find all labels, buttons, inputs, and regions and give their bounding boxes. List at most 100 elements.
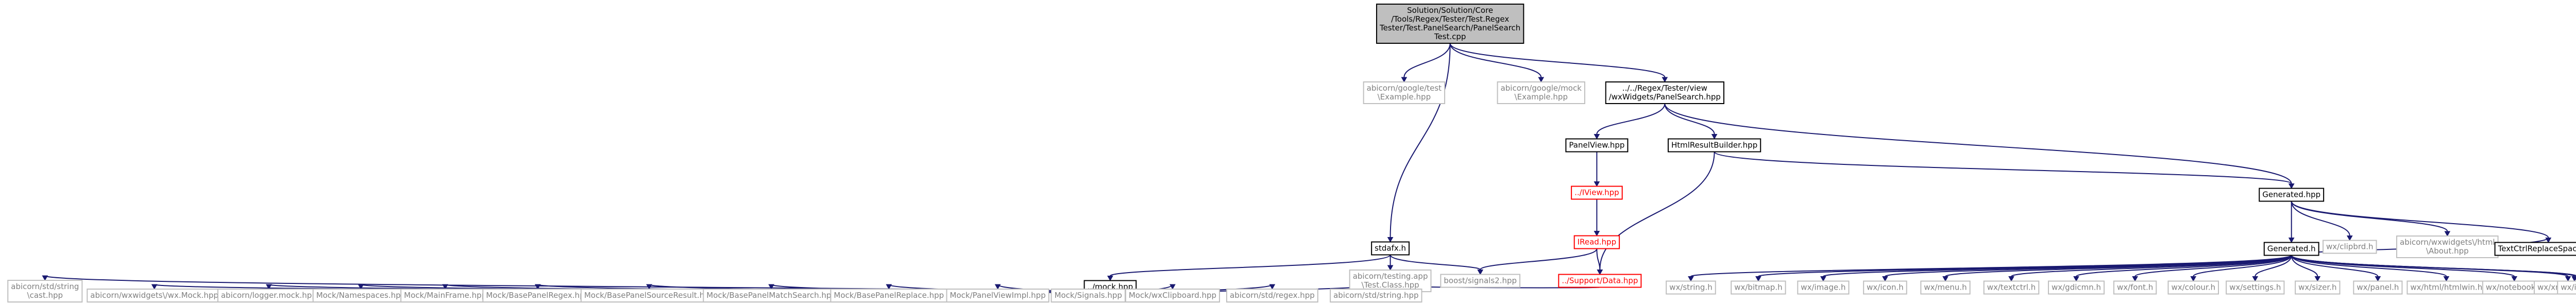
node-root[interactable]: Solution/Solution/Core/Tools/Regex/Teste… xyxy=(1376,4,1524,44)
node-wxsettings[interactable]: wx/settings.h xyxy=(2226,280,2285,295)
node-generated_h[interactable]: Generated.h xyxy=(2263,242,2319,256)
edge-line xyxy=(1599,152,1715,270)
edge-line xyxy=(2291,201,2350,236)
node-label: PanelView.hpp xyxy=(1569,141,1624,150)
node-label: Solution/Solution/Core xyxy=(1407,6,1493,15)
node-box xyxy=(1983,280,2040,295)
node-box xyxy=(87,289,222,302)
edge-generated_h-to-wxsizer xyxy=(2291,255,2321,282)
node-label: wx/textctrl.h xyxy=(1987,283,2036,292)
node-wxmenu[interactable]: wx/menu.h xyxy=(1920,280,1971,295)
node-wxpanel[interactable]: wx/panel.h xyxy=(2353,280,2403,295)
edge-line xyxy=(2291,255,2575,277)
node-stdstringhpp[interactable]: abicorn/std/string.hpp xyxy=(1330,289,1422,302)
edge-line xyxy=(2291,255,2576,277)
node-label: wx/menu.h xyxy=(1924,283,1967,292)
edge-arrowhead xyxy=(1401,77,1408,83)
node-panelview[interactable]: PanelView.hpp xyxy=(1565,138,1629,153)
node-mbaseregex[interactable]: Mock/BasePanelRegex.hpp xyxy=(482,289,594,302)
node-mpanelview[interactable]: Mock/PanelViewImpl.hpp xyxy=(946,289,1049,302)
node-wxbitmap[interactable]: wx/bitmap.h xyxy=(1731,280,1786,295)
edge-arrowhead xyxy=(2073,276,2079,282)
node-box xyxy=(1797,280,1850,295)
node-clipbrd[interactable]: wx/clipbrd.h xyxy=(2323,240,2377,254)
node-generated_hpp[interactable]: Generated.hpp xyxy=(2259,188,2325,202)
node-label: abicorn/std/string.hpp xyxy=(1333,291,1418,300)
node-label: Mock/BasePanelReplace.hpp xyxy=(834,291,944,300)
node-signals2[interactable]: boost/signals2.hpp xyxy=(1440,274,1521,288)
node-gtest[interactable]: abicorn/google/test\Example.hpp xyxy=(1363,81,1446,104)
node-label: Mock/BasePanelSourceResult.hpp xyxy=(584,291,714,300)
node-label: Mock/MainFrame.hpp xyxy=(404,291,486,300)
node-wxmock[interactable]: abicorn/wxwidgets\/wx.Mock.hpp xyxy=(87,289,222,302)
edge-arrowhead xyxy=(2132,276,2138,282)
edge-arrowhead xyxy=(1942,276,1948,282)
node-label: \About.hpp xyxy=(2426,246,2469,256)
node-label: Mock/BasePanelRegex.hpp xyxy=(486,291,589,300)
node-wxcolour[interactable]: wx/colour.h xyxy=(2167,280,2219,295)
edge-generated_h-to-wxpanel xyxy=(2291,255,2381,282)
node-box xyxy=(2047,280,2105,295)
node-iview[interactable]: ../IView.hpp xyxy=(1571,186,1623,200)
node-mnamespaces[interactable]: Mock/Namespaces.hpp xyxy=(312,289,410,302)
node-loggermock[interactable]: abicorn/logger.mock.hpp xyxy=(217,289,320,302)
node-box xyxy=(1371,241,1410,256)
node-label: Mock/PanelViewImpl.hpp xyxy=(950,291,1046,300)
node-mbasereplace[interactable]: Mock/BasePanelReplace.hpp xyxy=(830,289,948,302)
edge-arrowhead xyxy=(1477,270,1484,275)
node-htmlresult[interactable]: HtmlResultBuilder.hpp xyxy=(1667,138,1761,153)
node-label: Generated.hpp xyxy=(2262,190,2320,199)
node-mbasematch[interactable]: Mock/BasePanelMatchSearch.hpp xyxy=(703,289,840,302)
edge-arrowhead xyxy=(994,284,1001,290)
edge-arrowhead xyxy=(266,284,272,290)
node-testclass[interactable]: abicorn/testing.app\Test.Class.hpp xyxy=(1349,270,1432,292)
node-mmainframe[interactable]: Mock/MainFrame.hpp xyxy=(400,289,490,302)
node-wxhtmlwin[interactable]: wx/html/htmlwin.h xyxy=(2406,280,2486,295)
edge-line xyxy=(2193,255,2292,277)
node-label: abicorn/wxwidgets\/wx.Mock.hpp xyxy=(90,291,218,300)
edge-stdafx-to-testclass xyxy=(1387,255,1394,271)
node-stdstring[interactable]: abicorn/std/string\cast.hpp xyxy=(7,280,83,302)
edge-arrowhead xyxy=(2190,276,2197,282)
edge-generated_h-to-wxtextctrl xyxy=(2008,255,2292,282)
node-mclipboard[interactable]: Mock/wxClipboard.hpp xyxy=(1125,289,1221,302)
node-wxsizer[interactable]: wx/sizer.h xyxy=(2295,280,2341,295)
node-stdafx[interactable]: stdafx.h xyxy=(1371,241,1410,256)
node-wxgdicmn[interactable]: wx/gdicmn.h xyxy=(2047,280,2105,295)
node-label: abicorn/std/regex.hpp xyxy=(1230,291,1315,300)
edge-arrowhead xyxy=(2444,231,2451,237)
node-label: wx/colour.h xyxy=(2171,283,2215,292)
node-supportdata[interactable]: ../Support/Data.hpp xyxy=(1558,274,1642,288)
node-box xyxy=(1226,289,1318,302)
node-stdregex[interactable]: abicorn/std/regex.hpp xyxy=(1226,289,1318,302)
edge-arrowhead xyxy=(2443,276,2450,282)
node-htmlabout[interactable]: abicorn/wxwidgets\/html\About.hpp xyxy=(2396,235,2499,258)
node-box xyxy=(1565,138,1629,153)
node-label: \Example.hpp xyxy=(1378,92,1431,102)
node-label: wx/settings.h xyxy=(2229,283,2281,292)
node-iread[interactable]: IRead.hpp xyxy=(1573,235,1620,249)
node-wxstring[interactable]: wx/string.h xyxy=(1666,280,1716,295)
edge-arrowhead xyxy=(886,284,892,290)
node-gmock[interactable]: abicorn/google/mock\Example.hpp xyxy=(1497,81,1585,104)
node-box xyxy=(2113,280,2157,295)
node-box xyxy=(1667,138,1761,153)
edge-arrowhead xyxy=(1820,276,1826,282)
node-textctrl[interactable]: TextCtrlReplaceSpace.hpp xyxy=(2494,242,2576,256)
edge-arrowhead xyxy=(768,284,774,290)
node-label: abicorn/wxwidgets\/html xyxy=(2400,238,2495,247)
node-wxfont[interactable]: wx/font.h xyxy=(2113,280,2157,295)
node-panelsearch[interactable]: ../../Regex/Tester/view/wxWidgets/PanelS… xyxy=(1605,81,1724,104)
edge-arrowhead xyxy=(2346,235,2353,241)
node-wximage[interactable]: wx/image.h xyxy=(1797,280,1850,295)
node-box xyxy=(2226,280,2285,295)
node-wxxrc[interactable]: wx/intl.h xyxy=(2557,280,2576,295)
edge-stdafx-to-mock xyxy=(1107,254,1391,281)
node-wxtextctrl[interactable]: wx/textctrl.h xyxy=(1983,280,2040,295)
node-wxicon[interactable]: wx/icon.h xyxy=(1863,280,1907,295)
node-msignals[interactable]: Mock/Signals.hpp xyxy=(1050,289,1126,302)
node-mbasesource[interactable]: Mock/BasePanelSourceResult.hpp xyxy=(580,289,718,302)
edge-arrowhead xyxy=(1594,181,1600,187)
nodes-layer: Solution/Solution/Core/Tools/Regex/Teste… xyxy=(7,4,2576,302)
